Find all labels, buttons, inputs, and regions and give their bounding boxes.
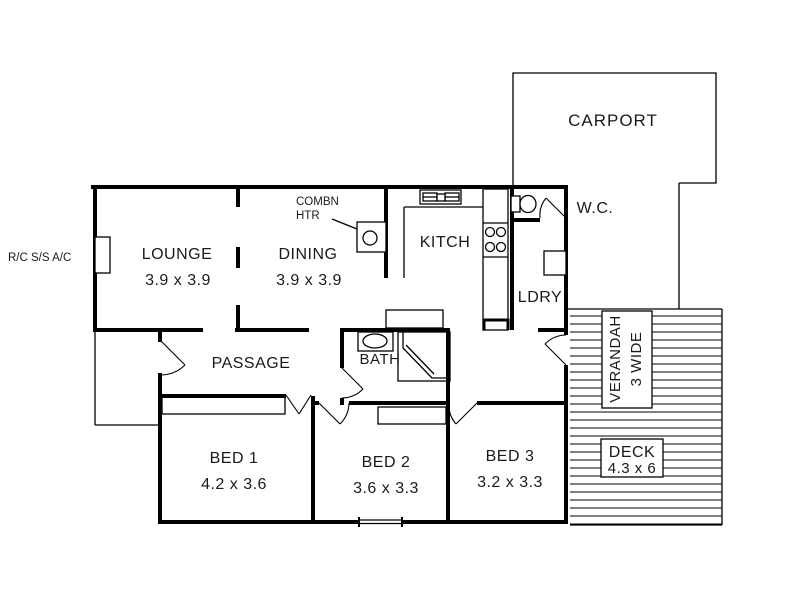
bath-basin [357, 331, 394, 352]
room-label-lounge: LOUNGE [142, 246, 213, 263]
cooktop [483, 222, 508, 258]
toilet [510, 194, 537, 214]
room-dims-bed2: 3.6 x 3.3 [353, 480, 419, 497]
shower [397, 331, 451, 382]
back-door [544, 334, 567, 366]
window-bed2 [358, 517, 403, 527]
room-label-dining: DINING [279, 246, 338, 263]
ac-annotation: R/C S/S A/C [8, 252, 71, 264]
bed2-door [318, 402, 350, 425]
room-dims-lounge: 3.9 x 3.9 [145, 272, 211, 289]
room-label-carport: CARPORT [568, 111, 658, 130]
combustion-heater [331, 218, 387, 253]
heater-annotation-line1: COMBN [296, 196, 339, 208]
fixtures [94, 188, 567, 425]
kitchen-sink [419, 189, 462, 205]
room-label-kitchen: KITCH [420, 234, 471, 251]
room-label-bed3: BED 3 [486, 448, 535, 465]
room-dims-bed1: 4.2 x 3.6 [201, 476, 267, 493]
bed3-door [448, 402, 478, 425]
bed1-robe [161, 395, 286, 415]
deck-label-box [600, 438, 664, 478]
kitchen-bench [385, 188, 509, 331]
entry-porch-outline [94, 332, 159, 426]
ac-unit [94, 236, 111, 274]
room-dims-deck: 4.3 x 6 [608, 460, 657, 477]
wc-door [539, 197, 567, 219]
bed2-robe [377, 406, 447, 425]
room-label-passage: PASSAGE [212, 355, 291, 372]
doors [159, 197, 567, 425]
bed1-door [285, 394, 312, 415]
room-label-bath: BATH [360, 351, 401, 368]
verandah-label-box [601, 310, 653, 409]
room-label-deck: DECK [609, 444, 655, 461]
bath-door [341, 367, 364, 399]
room-label-laundry: LDRY [518, 289, 562, 306]
heater-leader-line [331, 218, 358, 230]
deck-verandah-area [568, 308, 723, 526]
room-dims-dining: 3.9 x 3.9 [276, 272, 342, 289]
heater-annotation-line2: HTR [296, 210, 320, 222]
room-dims-verandah: 3 WIDE [628, 332, 645, 387]
laundry-tub [543, 250, 567, 276]
room-dims-bed3: 3.2 x 3.3 [477, 474, 543, 491]
room-label-bed1: BED 1 [210, 450, 259, 467]
room-label-bed2: BED 2 [362, 454, 411, 471]
front-door [159, 339, 186, 376]
room-label-verandah: VERANDAH [607, 315, 624, 402]
room-label-wc: W.C. [577, 200, 614, 217]
